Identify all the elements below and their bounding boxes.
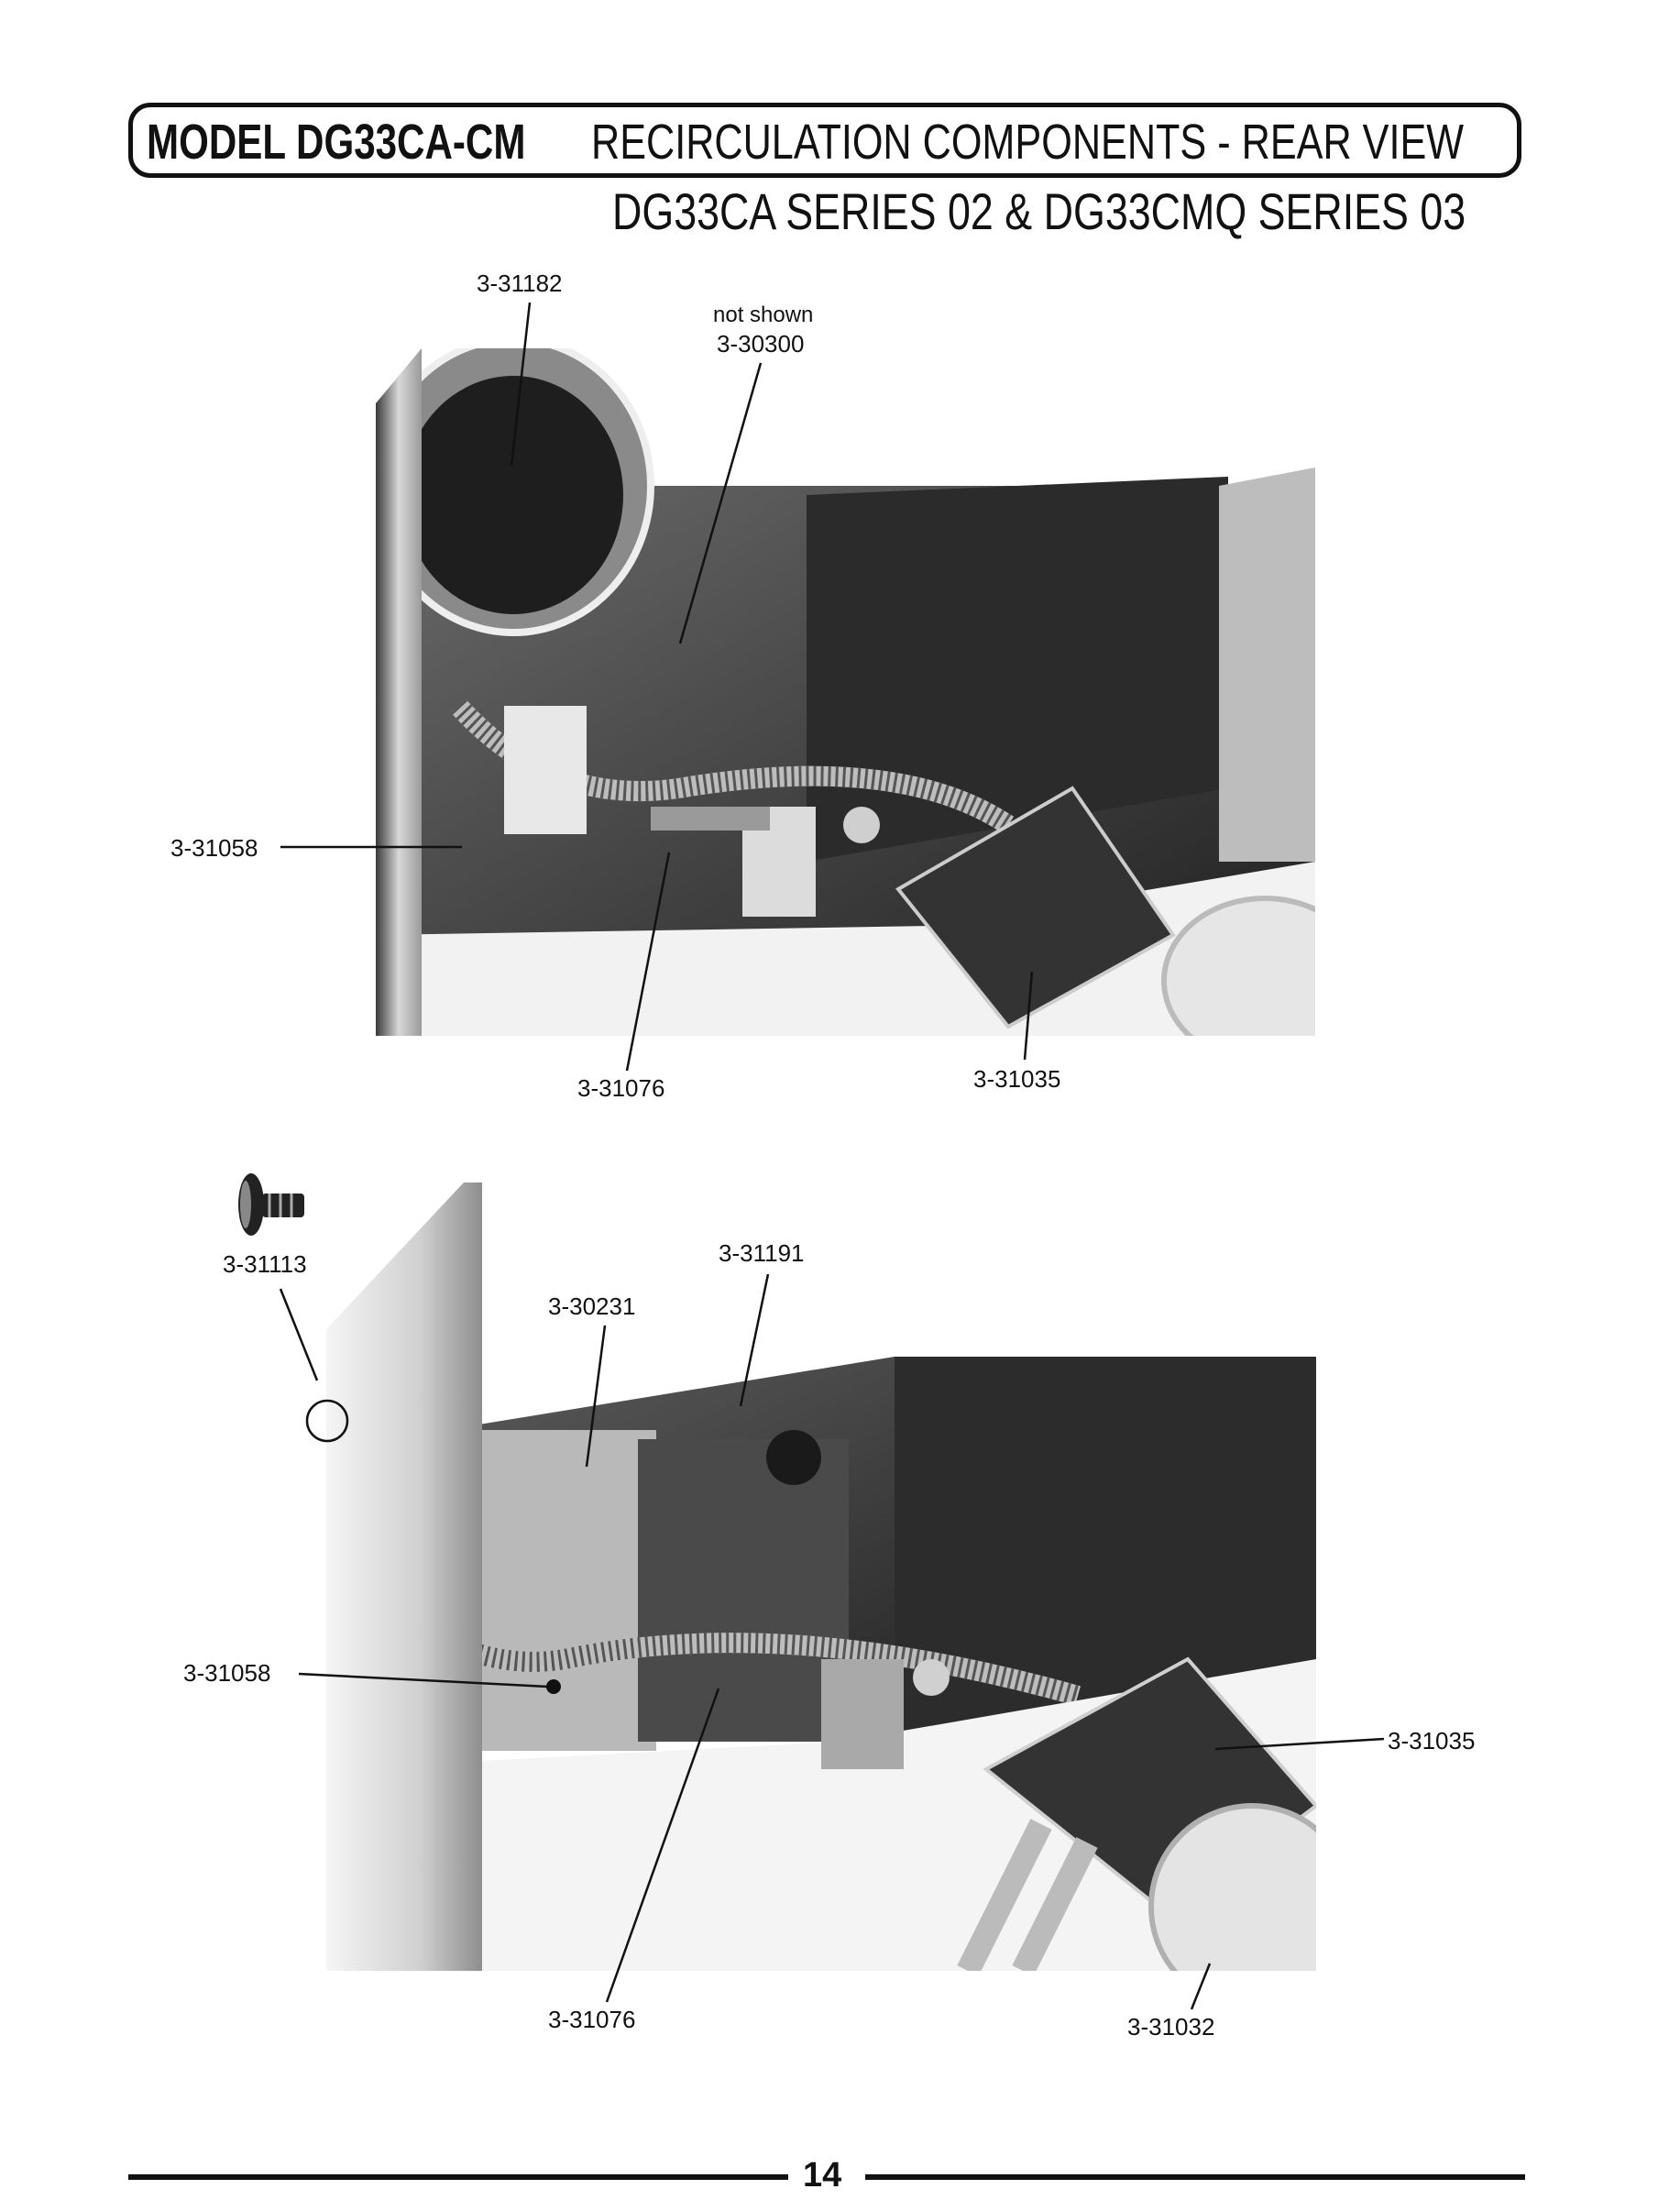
bottom-photo bbox=[326, 1182, 1316, 1971]
callout-not-shown-note: not shown bbox=[713, 302, 814, 327]
title-row: MODEL DG33CA-CM RECIRCULATION COMPONENTS… bbox=[147, 106, 1464, 178]
title-frame bbox=[128, 103, 1521, 178]
top-photo bbox=[312, 348, 1315, 1036]
callout-3-31035-top: 3-31035 bbox=[973, 1065, 1061, 1093]
series-subtitle: DG33CA SERIES 02 & DG33CMQ SERIES 03 bbox=[612, 182, 1466, 240]
footer-rule-left bbox=[128, 2174, 788, 2180]
callout-3-31032: 3-31032 bbox=[1127, 2013, 1215, 2040]
section-title: RECIRCULATION COMPONENTS - REAR VIEW bbox=[591, 115, 1465, 170]
callout-3-31113: 3-31113 bbox=[223, 1250, 307, 1278]
callout-3-31058-top: 3-31058 bbox=[170, 834, 258, 862]
callout-3-31076-bottom: 3-31076 bbox=[548, 2006, 636, 2033]
footer-rule-right bbox=[865, 2174, 1525, 2180]
callout-3-31035-bottom: 3-31035 bbox=[1388, 1727, 1476, 1754]
page-number: 14 bbox=[803, 2156, 842, 2194]
screw-detail-icon bbox=[225, 1168, 317, 1241]
model-title: MODEL DG33CA-CM bbox=[147, 115, 526, 170]
callout-3-30231: 3-30231 bbox=[548, 1292, 636, 1320]
callout-3-31182: 3-31182 bbox=[477, 270, 563, 297]
callout-3-31191: 3-31191 bbox=[719, 1239, 805, 1267]
callout-3-31058-bottom: 3-31058 bbox=[183, 1659, 271, 1687]
callout-3-30300: 3-30300 bbox=[717, 330, 805, 358]
callout-3-31076-top: 3-31076 bbox=[577, 1074, 665, 1102]
